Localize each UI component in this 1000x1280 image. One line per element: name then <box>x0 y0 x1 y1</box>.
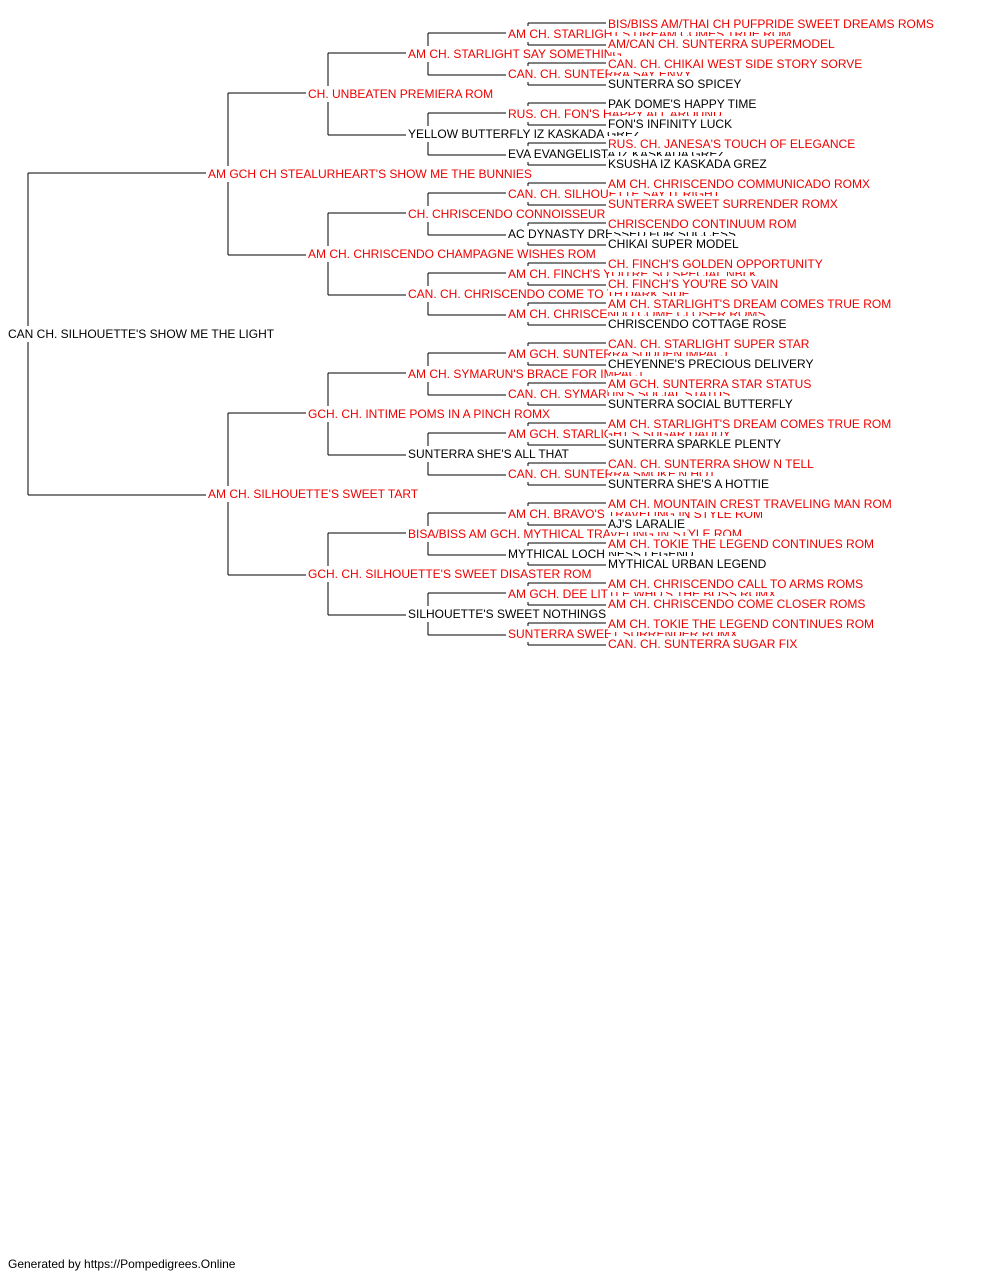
dog-name-sire-dam-dam-dam-dam: CHRISCENDO COTTAGE ROSE <box>608 316 789 332</box>
dog-name-sire-sire-dam-sire-sire: PAK DOME'S HAPPY TIME <box>608 96 759 112</box>
dog-name-dam-dam-sire-dam-sire: AM CH. TOKIE THE LEGEND CONTINUES ROM <box>608 536 877 552</box>
dog-name-dam-sire-sire: AM CH. SYMARUN'S BRACE FOR IMPACT <box>408 366 647 382</box>
dog-name-dam-sire-sire-dam-sire: AM GCH. SUNTERRA STAR STATUS <box>608 376 814 392</box>
dog-name-dam-sire-sire-dam-dam: SUNTERRA SOCIAL BUTTERFLY <box>608 396 795 412</box>
dog-name-sire-dam-dam-sire-dam: CH. FINCH'S YOU'RE SO VAIN <box>608 276 781 292</box>
dog-name-sire-sire-sire-dam-dam: SUNTERRA SO SPICEY <box>608 76 744 92</box>
dog-name-sire-sire-dam-dam-sire: RUS. CH. JANESA'S TOUCH OF ELEGANCE <box>608 136 858 152</box>
dog-name-sire-sire: CH. UNBEATEN PREMIERA ROM <box>308 86 496 102</box>
dog-name-sire-sire-dam-dam-dam: KSUSHA IZ KASKADA GREZ <box>608 156 769 172</box>
dog-name-sire-sire-sire-sire-sire: BIS/BISS AM/THAI CH PUFPRIDE SWEET DREAM… <box>608 16 936 32</box>
dog-name-dam-dam-dam-sire-sire: AM CH. CHRISCENDO CALL TO ARMS ROMS <box>608 576 866 592</box>
footer-credit: Generated by https://Pompedigrees.Online <box>8 1257 236 1271</box>
dog-name-sire: AM GCH CH STEALURHEART'S SHOW ME THE BUN… <box>208 166 534 182</box>
dog-name-dam-sire-dam: SUNTERRA SHE'S ALL THAT <box>408 446 571 462</box>
dog-name-dam-dam-dam: SILHOUETTE'S SWEET NOTHINGS <box>408 606 609 622</box>
dog-name-sire-sire-dam-sire-dam: FON'S INFINITY LUCK <box>608 116 735 132</box>
dog-name-sire-dam-sire-sire-dam: SUNTERRA SWEET SURRENDER ROMX <box>608 196 840 212</box>
dog-name-dam-dam-sire-sire-dam: AJ'S LARALIE <box>608 516 687 532</box>
dog-name-sire-sire-sire-dam-sire: CAN. CH. CHIKAI WEST SIDE STORY SORVE <box>608 56 865 72</box>
dog-name-sire-dam-dam-sire-sire: CH. FINCH'S GOLDEN OPPORTUNITY <box>608 256 825 272</box>
dog-name-dam-sire: GCH. CH. INTIME POMS IN A PINCH ROMX <box>308 406 553 422</box>
dog-name-dam-dam-dam-sire-dam: AM CH. CHRISCENDO COME CLOSER ROMS <box>608 596 868 612</box>
dog-name-dam-dam: GCH. CH. SILHOUETTE'S SWEET DISASTER ROM <box>308 566 594 582</box>
dog-name-sire-dam-sire-dam-dam: CHIKAI SUPER MODEL <box>608 236 741 252</box>
dog-name-dam-dam-sire-dam-dam: MYTHICAL URBAN LEGEND <box>608 556 769 572</box>
dog-name-sire-dam: AM CH. CHRISCENDO CHAMPAGNE WISHES ROM <box>308 246 598 262</box>
dog-name-dam-sire-dam-sire-sire: AM CH. STARLIGHT'S DREAM COMES TRUE ROM <box>608 416 894 432</box>
dog-name-sire-dam-sire: CH. CHRISCENDO CONNOISSEUR <box>408 206 608 222</box>
dog-name-dam-sire-sire-sire-dam: CHEYENNE'S PRECIOUS DELIVERY <box>608 356 816 372</box>
dog-name-sire-sire-sire-sire-dam: AM/CAN CH. SUNTERRA SUPERMODEL <box>608 36 837 52</box>
dog-name-dam-dam-sire-sire-sire: AM CH. MOUNTAIN CREST TRAVELING MAN ROM <box>608 496 894 512</box>
dog-name-sire-sire-dam: YELLOW BUTTERFLY IZ KASKADA GREZ <box>408 126 643 142</box>
dog-name-sire-dam-sire-sire-sire: AM CH. CHRISCENDO COMMUNICADO ROMX <box>608 176 873 192</box>
dog-name-dam-sire-dam-sire-dam: SUNTERRA SPARKLE PLENTY <box>608 436 784 452</box>
dog-name-dam-dam-dam-dam-dam: CAN. CH. SUNTERRA SUGAR FIX <box>608 636 800 652</box>
dog-name-sire-dam-sire-dam-sire: CHRISCENDO CONTINUUM ROM <box>608 216 799 232</box>
dog-name-sire-dam-dam-dam-sire: AM CH. STARLIGHT'S DREAM COMES TRUE ROM <box>608 296 894 312</box>
dog-name-dam-sire-dam-dam-sire: CAN. CH. SUNTERRA SHOW N TELL <box>608 456 816 472</box>
dog-name-dam-sire-dam-dam-dam: SUNTERRA SHE'S A HOTTIE <box>608 476 771 492</box>
dog-name-subject: CAN CH. SILHOUETTE'S SHOW ME THE LIGHT <box>8 326 277 342</box>
dog-name-dam-sire-sire-sire-sire: CAN. CH. STARLIGHT SUPER STAR <box>608 336 812 352</box>
dog-name-sire-sire-sire: AM CH. STARLIGHT SAY SOMETHING <box>408 46 624 62</box>
dog-name-dam-dam-dam-dam-sire: AM CH. TOKIE THE LEGEND CONTINUES ROM <box>608 616 877 632</box>
dog-name-dam: AM CH. SILHOUETTE'S SWEET TART <box>208 486 421 502</box>
